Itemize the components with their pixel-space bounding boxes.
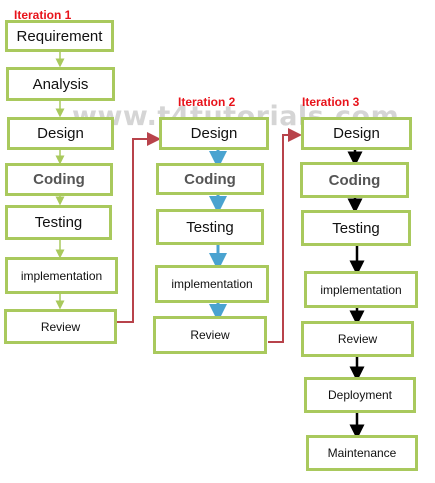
step-design: Design — [7, 117, 114, 150]
iteration-1-title: Iteration 1 — [14, 8, 72, 22]
step-deployment: Deployment — [304, 377, 416, 413]
step-review: Review — [153, 316, 267, 354]
step-analysis: Analysis — [6, 67, 115, 101]
iteration-3-arrows — [347, 150, 365, 440]
iteration-2-title: Iteration 2 — [178, 95, 236, 109]
iteration-3-title: Iteration 3 — [302, 95, 360, 109]
step-testing: Testing — [301, 210, 411, 246]
step-testing: Testing — [156, 209, 264, 245]
step-design: Design — [159, 117, 269, 150]
step-maintenance: Maintenance — [306, 435, 418, 471]
step-testing: Testing — [5, 205, 112, 240]
step-implementation: implementation — [155, 265, 269, 303]
iteration-connectors — [117, 128, 302, 343]
step-coding: Coding — [5, 163, 113, 196]
step-implementation: implementation — [304, 271, 418, 308]
step-coding: Coding — [300, 162, 409, 198]
step-review: Review — [301, 321, 414, 357]
step-design: Design — [301, 117, 412, 150]
step-coding: Coding — [156, 163, 264, 195]
step-implementation: implementation — [5, 257, 118, 294]
step-requirement: Requirement — [5, 20, 114, 52]
step-review: Review — [4, 309, 117, 344]
